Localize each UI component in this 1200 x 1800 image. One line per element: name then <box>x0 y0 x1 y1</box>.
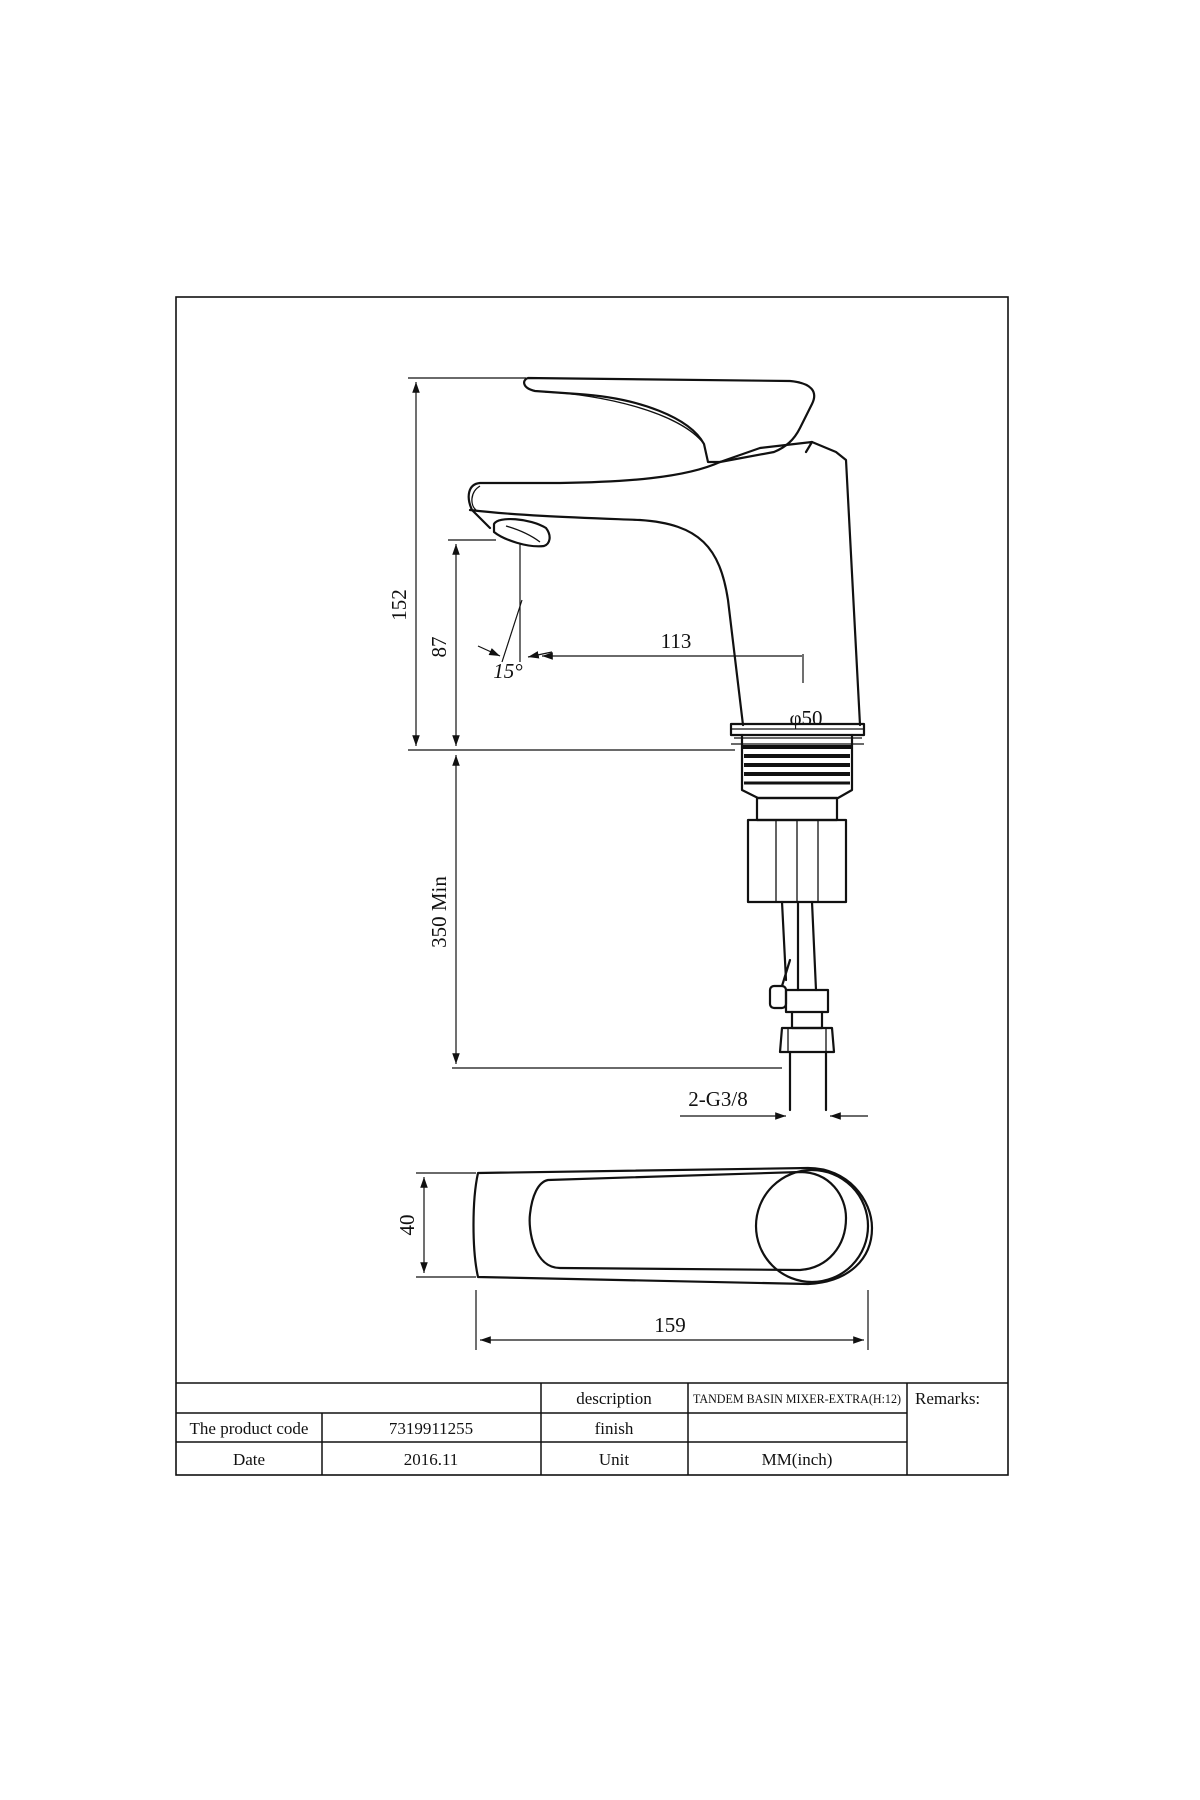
dim-spray-angle: 15° <box>493 659 523 683</box>
title-block <box>176 1382 1008 1475</box>
top-body-outline <box>472 1166 874 1286</box>
supply-hoses <box>768 900 836 1112</box>
dim-total-height: 152 <box>387 589 411 621</box>
top-view-dimensions <box>416 1172 869 1350</box>
dim-handle-width: 40 <box>395 1215 419 1236</box>
top-handle <box>528 1170 848 1272</box>
body-outline <box>810 440 862 727</box>
dim-connection: 2-G3/8 <box>688 1087 748 1111</box>
dim-overall-length: 159 <box>654 1313 686 1337</box>
faucet-top-view <box>472 1166 874 1286</box>
dim-spout-reach: 113 <box>661 629 692 653</box>
date-value: 2016.11 <box>404 1450 459 1469</box>
mounting-thread <box>740 733 854 800</box>
dimension-lines <box>408 377 868 1120</box>
dim-min-hose-length: 350 Min <box>427 876 451 948</box>
product-code-value: 7319911255 <box>389 1419 473 1438</box>
top-base-circle <box>754 1168 870 1284</box>
unit-value: MM(inch) <box>762 1450 833 1469</box>
aerator <box>492 518 551 548</box>
date-label: Date <box>233 1450 265 1469</box>
remarks-label: Remarks: <box>915 1389 980 1408</box>
finish-label: finish <box>595 1419 634 1438</box>
fixing-nut <box>746 818 848 904</box>
drawing-frame <box>175 296 1009 1476</box>
dim-base-diameter: φ50 <box>789 706 822 730</box>
product-code-label: The product code <box>190 1419 309 1438</box>
dim-spout-height: 87 <box>427 637 451 658</box>
spout <box>467 460 722 530</box>
description-label: description <box>576 1389 652 1408</box>
lever-handle <box>523 376 816 464</box>
description-value: TANDEM BASIN MIXER-EXTRA(H:12) <box>693 1391 901 1406</box>
faucet-side-view <box>467 376 866 1112</box>
unit-label: Unit <box>599 1450 630 1469</box>
